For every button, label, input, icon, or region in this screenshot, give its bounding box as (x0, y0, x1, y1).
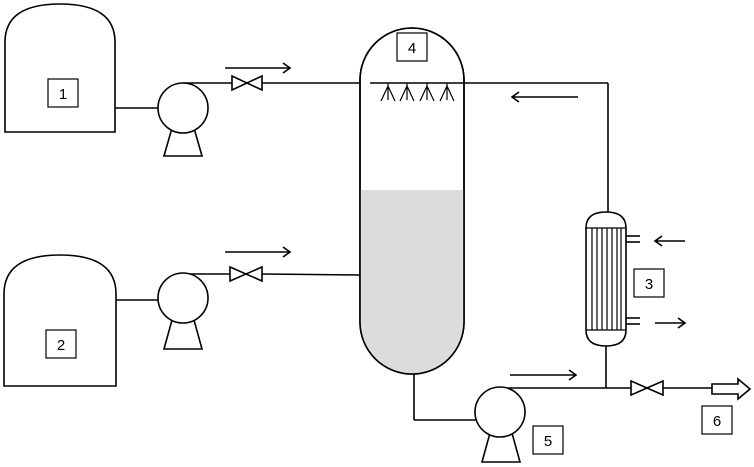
bottom-circulation-line: 5 6 (413, 369, 752, 463)
valve-icon (630, 379, 664, 397)
heat-exchanger: 3 (585, 211, 665, 347)
reactor-column: 4 (359, 27, 608, 375)
liquid-level (360, 190, 464, 374)
outlet-label: 6 (713, 413, 721, 430)
storage-tank-2: 2 (3, 254, 117, 387)
feed-line-1 (115, 62, 360, 157)
pump-label: 5 (544, 433, 552, 450)
arrow-icon (510, 369, 578, 381)
pump-icon (474, 386, 526, 463)
pump-icon (157, 82, 209, 157)
pump-icon (157, 272, 209, 350)
outlet-arrow-icon (711, 377, 752, 401)
tank-2-label: 2 (57, 337, 65, 354)
arrow-icon (225, 246, 292, 258)
arrow-icon (653, 235, 685, 247)
tube-bundle-icon (591, 228, 622, 330)
valve-icon (231, 74, 263, 92)
arrow-icon (655, 317, 687, 329)
valve-icon (229, 265, 263, 283)
reactor-label: 4 (408, 40, 416, 57)
arrow-icon (225, 62, 292, 74)
heat-exchanger-label: 3 (645, 276, 653, 293)
spray-nozzle-icon (380, 83, 455, 102)
arrow-icon (510, 91, 578, 103)
storage-tank-1: 1 (4, 3, 116, 133)
tank-1-label: 1 (59, 86, 67, 103)
feed-line-2 (116, 246, 361, 350)
